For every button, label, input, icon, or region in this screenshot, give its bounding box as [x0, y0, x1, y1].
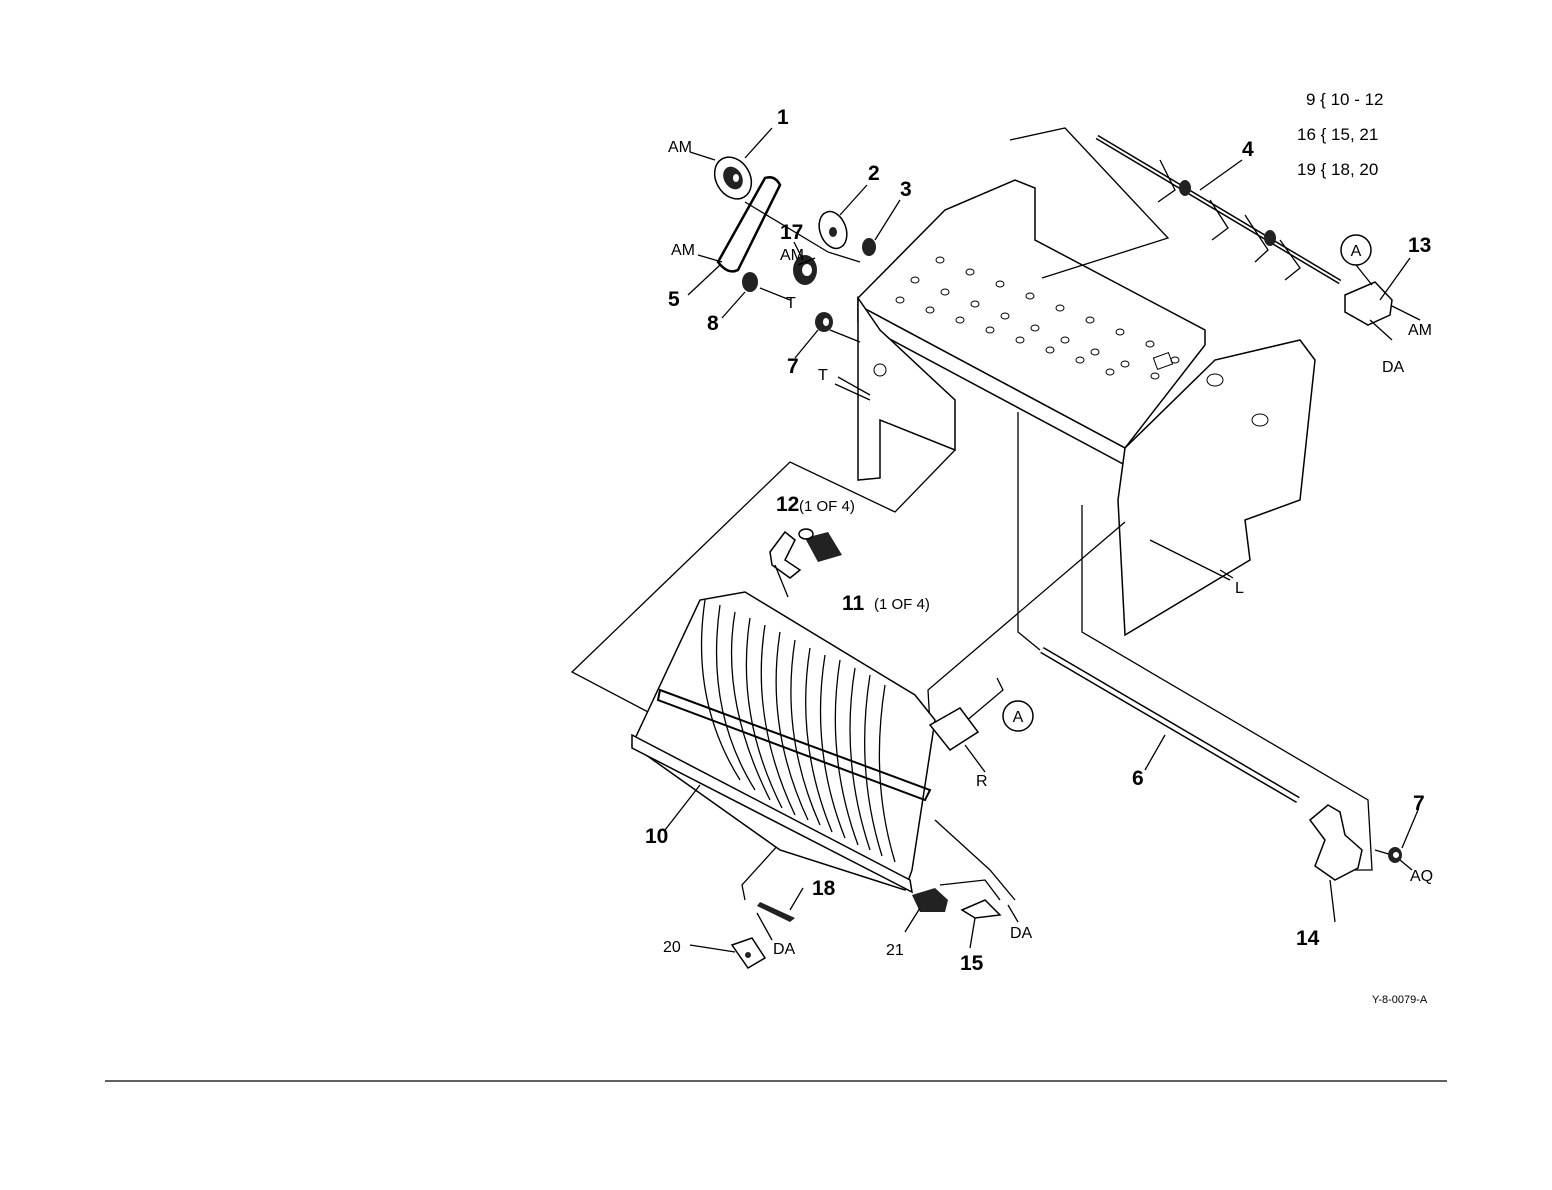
part-1-pulley — [707, 150, 758, 205]
label-part-12: 12 — [776, 493, 799, 516]
part-13-bracket — [1345, 282, 1392, 325]
part-3-bearing — [862, 238, 876, 256]
code-am-3: AM — [780, 247, 804, 264]
label-part-10: 10 — [645, 825, 668, 848]
part-8-gear — [742, 272, 758, 292]
label-part-7-lower: 7 — [1413, 792, 1425, 815]
legend-line-1: 9 { 10 - 12 — [1306, 90, 1384, 109]
label-part-4: 4 — [1242, 138, 1254, 161]
label-part-2: 2 — [868, 162, 880, 185]
code-l: L — [1235, 580, 1244, 597]
part-11-roller — [799, 529, 842, 562]
legend-line-3: 19 { 18, 20 — [1297, 160, 1378, 179]
code-am-2: AM — [671, 242, 695, 259]
part-12-bracket — [770, 532, 800, 578]
label-part-8: 8 — [707, 312, 719, 335]
part-2-disk — [814, 208, 851, 253]
label-part-21: 21 — [886, 942, 904, 959]
code-da-2: DA — [773, 941, 796, 958]
part-4-shaft — [1097, 137, 1340, 282]
part-18-sensor — [757, 902, 795, 922]
callout-a-lower: A — [1003, 701, 1033, 731]
code-am-4: AM — [1408, 322, 1432, 339]
label-part-15: 15 — [960, 952, 984, 975]
label-part-11: 11 — [842, 592, 865, 615]
main-frame — [858, 180, 1315, 635]
part-20-actuator — [732, 938, 765, 968]
label-part-1: 1 — [777, 106, 789, 129]
code-r: R — [976, 773, 988, 790]
callout-a-lower-text: A — [1013, 709, 1024, 726]
label-part-13: 13 — [1408, 234, 1431, 257]
legend-line-2: 16 { 15, 21 — [1297, 125, 1378, 144]
callout-a-upper-text: A — [1351, 243, 1362, 260]
label-part-11-note: (1 OF 4) — [874, 596, 930, 613]
part-10-baffle — [632, 592, 935, 892]
label-part-12-note: (1 OF 4) — [799, 498, 855, 515]
callout-a-upper: A — [1341, 235, 1371, 265]
label-part-20: 20 — [663, 939, 681, 956]
code-t-1: T — [786, 295, 796, 312]
part-7-bearing-top — [815, 312, 833, 332]
part-14-bracket — [1310, 805, 1362, 880]
label-part-18: 18 — [812, 877, 836, 900]
label-part-14: 14 — [1296, 927, 1320, 950]
code-da-3: DA — [1010, 925, 1033, 942]
code-am-1: AM — [668, 139, 692, 156]
label-part-7-top: 7 — [787, 355, 799, 378]
label-part-3: 3 — [900, 178, 912, 201]
label-part-17: 17 — [780, 221, 803, 244]
code-t-2: T — [818, 367, 828, 384]
part-6-shaft — [1042, 650, 1298, 800]
part-21-sensor — [912, 888, 948, 912]
part-15-actuator — [962, 900, 1000, 918]
label-part-5: 5 — [668, 288, 680, 311]
code-da-1: DA — [1382, 359, 1405, 376]
figure-id: Y-8-0079-A — [1372, 994, 1428, 1006]
code-aq: AQ — [1410, 868, 1433, 885]
label-part-6: 6 — [1132, 767, 1144, 790]
r-bracket — [930, 708, 978, 750]
